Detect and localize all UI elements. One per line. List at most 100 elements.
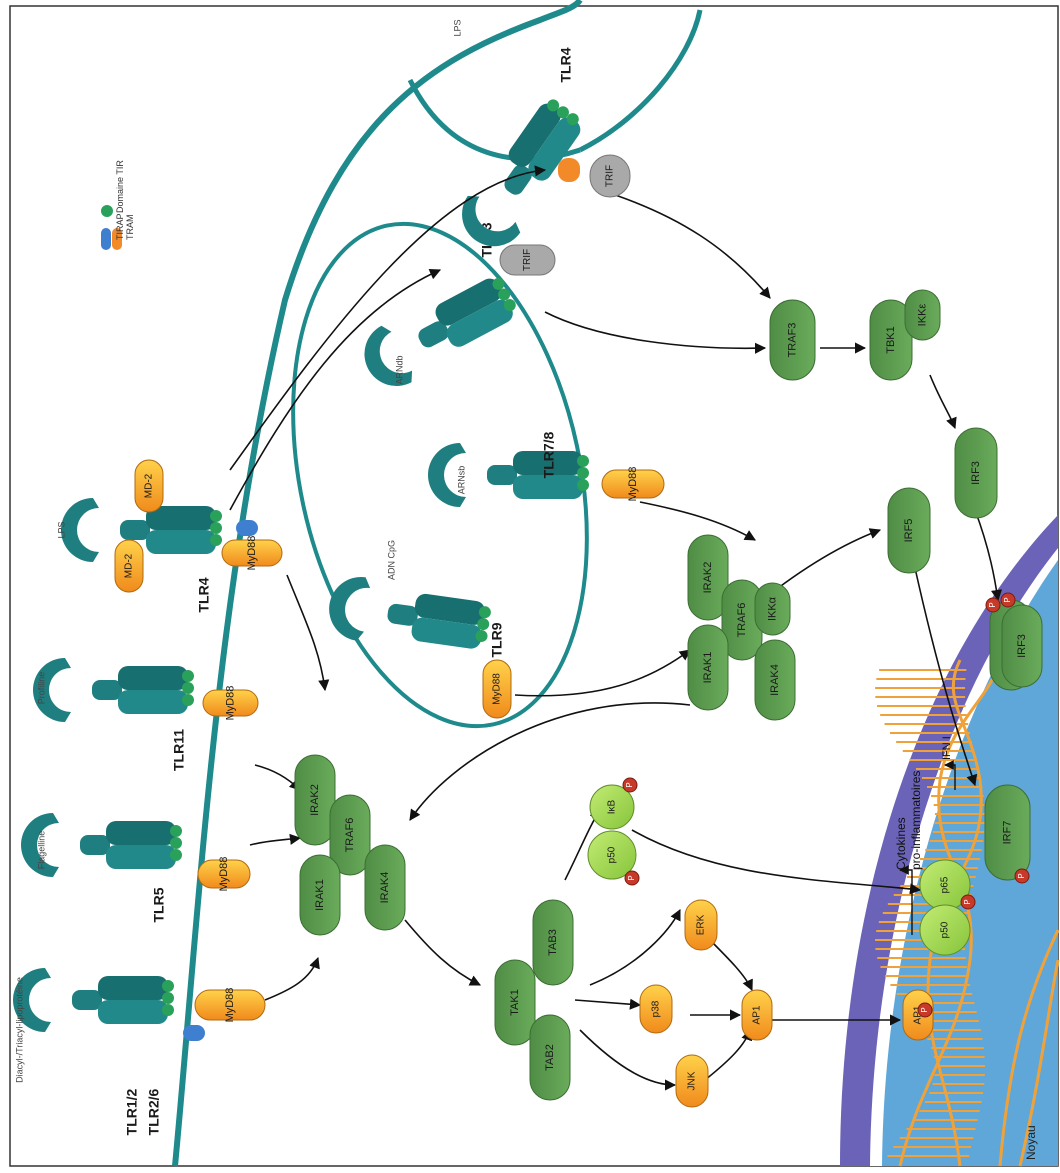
tir-domain	[477, 618, 490, 631]
stalk	[92, 680, 122, 700]
ectodomain	[33, 658, 71, 722]
ap1-cytoplasm-text: AP1	[752, 1005, 763, 1024]
ap1-nucleus-text: AP1	[913, 1005, 924, 1024]
tlr78-receptor	[428, 443, 589, 507]
legend: Domaine TIR TIRAP TRAM	[101, 160, 135, 250]
p65-nucleus-text: p65	[940, 876, 951, 893]
tlr12-receptor	[13, 968, 174, 1032]
tir-domain-icon	[101, 205, 113, 217]
stalk	[418, 321, 449, 348]
traf3: TRAF3	[769, 299, 816, 381]
receptor-chain	[98, 976, 168, 1000]
p38: p38	[639, 984, 673, 1034]
tab2: TAB2	[529, 1014, 571, 1101]
phospho-ikb: P	[622, 777, 638, 793]
irak4-complex1: IRAK4	[364, 844, 406, 931]
myd88-tlr4-text: MyD88	[246, 536, 258, 571]
myd88-tlr12: MyD88	[194, 988, 266, 1023]
tlr9-receptor	[329, 576, 491, 649]
phospho-irf7: P	[1014, 868, 1030, 884]
receptor-chain	[118, 690, 188, 714]
receptor-chain	[411, 617, 482, 649]
p50-cytoplasm: p50	[587, 830, 637, 880]
myd88-tlr4: MyD88	[221, 536, 283, 571]
tlr3-receptor	[364, 277, 516, 386]
irak1-complex2: IRAK1	[687, 624, 729, 711]
myd88-tlr9: MyD88	[482, 659, 512, 719]
traf3-text: TRAF3	[786, 323, 798, 358]
ap1-nucleus: AP1	[902, 989, 934, 1041]
jnk-text: JNK	[687, 1071, 698, 1090]
nucleus-label: Noyau	[1024, 1125, 1038, 1160]
tir-domain	[475, 630, 488, 643]
tir-domain	[210, 534, 222, 546]
ikb-text: IκB	[607, 799, 618, 814]
ectodomain	[61, 498, 99, 562]
tir-domain	[162, 1004, 174, 1016]
tlr4-surface-receptor	[61, 498, 222, 562]
myd88-tlr5-text: MyD88	[218, 857, 230, 892]
irak1-complex1: IRAK1	[299, 854, 341, 936]
tlr78-receptor-ligand: ARNsb	[456, 466, 466, 495]
tir-domain	[547, 99, 560, 112]
stalk	[504, 164, 532, 195]
p38-text: p38	[651, 1000, 662, 1017]
stalk	[80, 835, 110, 855]
irf5-cytoplasm-text: IRF5	[903, 519, 915, 543]
tlr11-receptor-ligand: Profiline	[36, 672, 46, 705]
irf3-nucleus-2-text: IRF3	[1016, 634, 1028, 658]
ectodomain	[21, 813, 59, 877]
p50-nucleus-text: p50	[940, 921, 951, 938]
md2-bottom: MD-2	[114, 539, 144, 593]
tlr12-receptor-ligand: Diacyl-/Triacyl-lipoprotéine	[14, 977, 24, 1083]
receptor-chain	[414, 593, 485, 625]
plasma-membrane	[172, 0, 583, 1167]
legend-title: Domaine TIR	[115, 160, 125, 213]
myd88-tlr9-text: MyD88	[492, 673, 503, 705]
myd88-tlr12-text: MyD88	[224, 988, 236, 1023]
tlr5-receptor-label: TLR5	[151, 887, 167, 922]
phospho-irf3-b-text: P	[1003, 597, 1012, 602]
tlr11-receptor	[33, 658, 194, 722]
endocytic-membrane-2	[578, 9, 703, 153]
receptor-chain	[146, 530, 216, 554]
tir-domain	[170, 837, 182, 849]
tirap-tlr12	[183, 1025, 205, 1041]
tram-icon	[112, 228, 122, 250]
receptor-chain	[446, 299, 513, 347]
endosome-membrane	[291, 221, 589, 729]
trif-tlr4: TRIF	[589, 154, 631, 198]
tirap-tlr4	[236, 520, 258, 536]
tir-domain	[556, 106, 569, 119]
traf6-complex2-text: TRAF6	[736, 603, 748, 638]
tlr11-receptor-label: TLR11	[171, 729, 187, 771]
phospho-irf3-b: P	[1000, 592, 1016, 608]
trif-tlr4-text: TRIF	[605, 165, 616, 187]
ectodomain	[364, 325, 413, 386]
ikke: IKKε	[904, 289, 941, 341]
phospho-irf7-text: P	[1017, 873, 1026, 878]
traf6-complex2: TRAF6	[721, 579, 763, 661]
ectodomain	[462, 195, 521, 247]
ikka-complex2: IKKα	[754, 582, 791, 636]
tlr5-receptor	[21, 813, 182, 877]
tak1-text: TAK1	[509, 989, 521, 1016]
ectodomain	[329, 576, 371, 641]
tab3: TAB3	[532, 899, 574, 986]
stalk	[387, 603, 418, 626]
tak1: TAK1	[494, 959, 536, 1046]
irak4-complex1-text: IRAK4	[379, 872, 391, 904]
md2-top-text: MD-2	[144, 473, 155, 498]
tlr12-label-2: TLR2/6	[146, 1088, 162, 1135]
tlr4-endo-receptor	[462, 99, 581, 247]
tir-domain	[162, 992, 174, 1004]
irak2-complex2: IRAK2	[687, 534, 729, 621]
receptor-chain	[98, 1000, 168, 1024]
erk-text: ERK	[696, 914, 707, 935]
tlr4-endo-receptor-ligand: LPS	[452, 19, 462, 36]
receptor-chain	[513, 451, 583, 475]
ikke-text: IKKε	[916, 304, 928, 327]
irak4-complex2-text: IRAK4	[769, 664, 781, 696]
md2-top: MD-2	[134, 459, 164, 513]
